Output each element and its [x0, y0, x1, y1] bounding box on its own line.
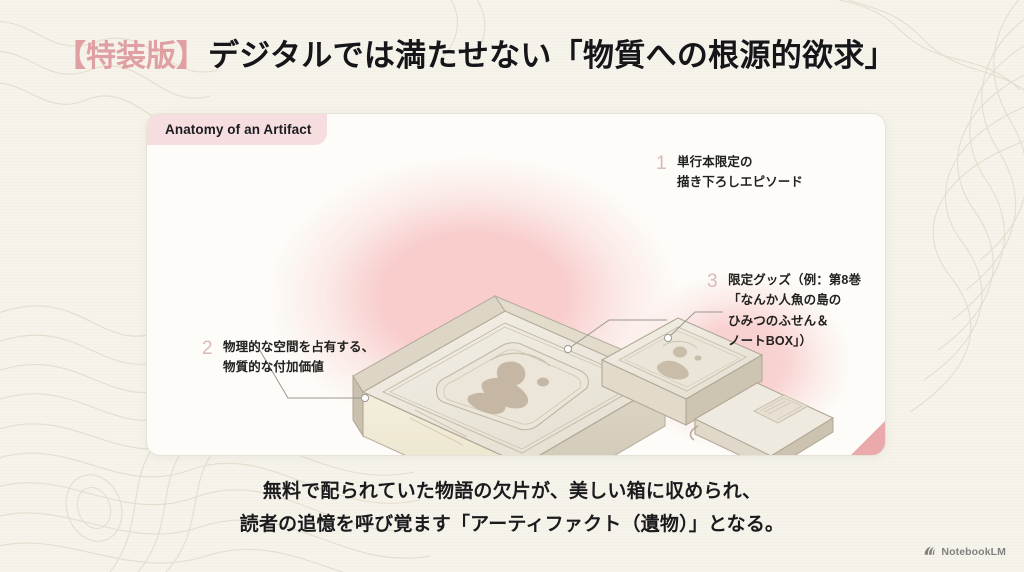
annotation-3: 3 限定グッズ（例：第8巻 「なんか人魚の島の ひみつのふせん＆ ノートBOX」…: [707, 270, 861, 351]
notebook: [689, 382, 835, 455]
watermark-label: NotebookLM: [941, 545, 1006, 558]
summary-caption: 無料で配られていた物語の欠片が、美しい箱に収められ、 読者の追憶を呼び覚ます「ア…: [239, 481, 785, 535]
annotation-2-number: 2: [202, 338, 213, 359]
notebooklm-logo-icon: [925, 546, 936, 555]
annotation-1-number: 1: [656, 153, 667, 174]
annotation-1-text: 単行本限定の 描き下ろしエピソード: [677, 155, 804, 190]
annotation-2-text: 物理的な空間を占有する、 物質的な付加価値: [223, 340, 375, 375]
notebooklm-watermark: NotebookLM: [923, 545, 1006, 558]
page-title: 【特装版】 デジタルでは満たせない「物質への根源的欲求」: [56, 40, 896, 72]
annotation-3-text: 限定グッズ（例：第8巻 「なんか人魚の島の ひみつのふせん＆ ノートBOX」）: [728, 273, 862, 348]
title-edition-badge: 【特装版】: [56, 40, 206, 73]
cover-figure-emblem: [467, 361, 549, 415]
card-corner-accent: [851, 421, 885, 455]
book-glow: [268, 156, 678, 436]
title-main-text: デジタルでは満たせない「物質への根源的欲求」: [208, 38, 896, 73]
annotation-3-number: 3: [707, 271, 718, 292]
special-edition-book: [352, 294, 674, 455]
annotation-2: 2 物理的な空間を占有する、 物質的な付加価値: [202, 337, 374, 378]
card-section-badge: Anatomy of an Artifact: [147, 114, 328, 145]
annotation-1: 1 単行本限定の 描き下ろしエピソード: [656, 152, 803, 193]
